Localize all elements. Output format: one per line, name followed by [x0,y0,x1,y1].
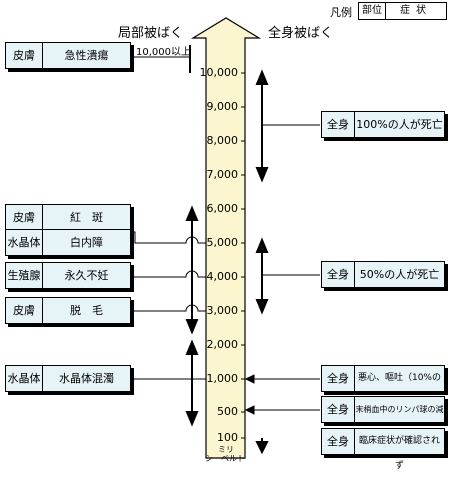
tick-2000: 2,000 [206,338,239,351]
organ-label: 全身 [322,429,355,454]
symptom-label: 急性潰瘍 [64,49,109,62]
organ-label: 皮膚 [6,43,43,68]
symptom-label: 紅 斑 [70,211,103,224]
tick-3000: 3,000 [206,304,239,317]
unit-sievert: シーベルト [205,454,245,463]
legend: 凡例 部位 症状 [330,2,447,20]
local-effect-erythema: 皮膚 紅 斑 [5,204,131,231]
whole-effect-no-symptoms: 全身 臨床症状が確認されず [321,428,445,471]
organ-label: 生殖腺 [6,263,43,288]
local-exposure-header: 局部被ばく [118,26,184,41]
diagram-graphics [131,17,320,459]
symptom-label: 水晶体混濁 [59,372,114,385]
local-effect-permanent-sterility: 生殖腺 永久不妊 [5,262,131,289]
unit-milli: ミリ [218,445,234,454]
whole-effect-100-death: 全身 100%の人が死亡 [321,111,445,138]
legend-symptom: 症状 [400,5,432,16]
whole-range-arrows [255,69,269,455]
tick-9000: 9,000 [206,100,239,113]
whole-body-exposure-header: 全身被ばく [268,26,334,41]
symptom-label: 白内障 [70,236,103,249]
organ-label: 皮膚 [6,298,43,323]
symptom-label: 永久不妊 [64,269,109,282]
scale-ticks [241,72,245,439]
organ-label: 全身 [322,112,355,137]
tick-100: 100 [217,431,238,444]
organ-label: 皮膚 [6,205,43,230]
local-effect-acute-ulcer: 皮膚 急性潰瘍 [5,42,131,69]
legend-label: 凡例 [330,6,352,19]
organ-label: 全身 [322,262,355,287]
organ-label: 全身 [322,397,355,422]
organ-label: 水晶体 [6,366,43,391]
legend-box: 部位 症状 [358,2,447,20]
tick-1000: 1,000 [206,372,239,385]
tick-6000: 6,000 [206,202,239,215]
local-connectors [131,231,206,380]
symptom-label: 末梢血中のリンパ球の減少 [355,405,444,439]
symptom-label: 脱 毛 [70,304,103,317]
tick-5000: 5,000 [206,236,239,249]
whole-effect-50-death: 全身 50%の人が死亡 [321,261,445,288]
dose-scale-arrow [190,17,262,459]
tick-7000: 7,000 [206,168,239,181]
whole-effect-lymphocyte-decrease: 全身 末梢血中のリンパ球の減少 [321,396,445,439]
symptom-label: 100%の人が死亡 [356,118,443,131]
legend-organ: 部位 [359,3,386,19]
local-effect-cataract: 水晶体 白内障 [5,229,131,256]
tick-500: 500 [217,405,238,418]
local-effect-hair-loss: 皮膚 脱 毛 [5,297,131,324]
top-marker-label: 10,000以上 [136,47,191,58]
symptom-label: 50%の人が死亡 [359,268,440,281]
local-effect-lens-opacity: 水晶体 水晶体混濁 [5,365,131,392]
organ-label: 全身 [322,366,355,391]
symptom-label: 臨床症状が確認されず [358,436,440,471]
tick-4000: 4,000 [206,270,239,283]
tick-8000: 8,000 [206,134,239,147]
symptom-label: 悪心、嘔吐（10%の人） [357,373,441,408]
whole-connectors [244,124,320,415]
tick-10000: 10,000 [199,66,239,79]
whole-effect-nausea: 全身 悪心、嘔吐（10%の人） [321,365,445,408]
organ-label: 水晶体 [6,230,43,255]
